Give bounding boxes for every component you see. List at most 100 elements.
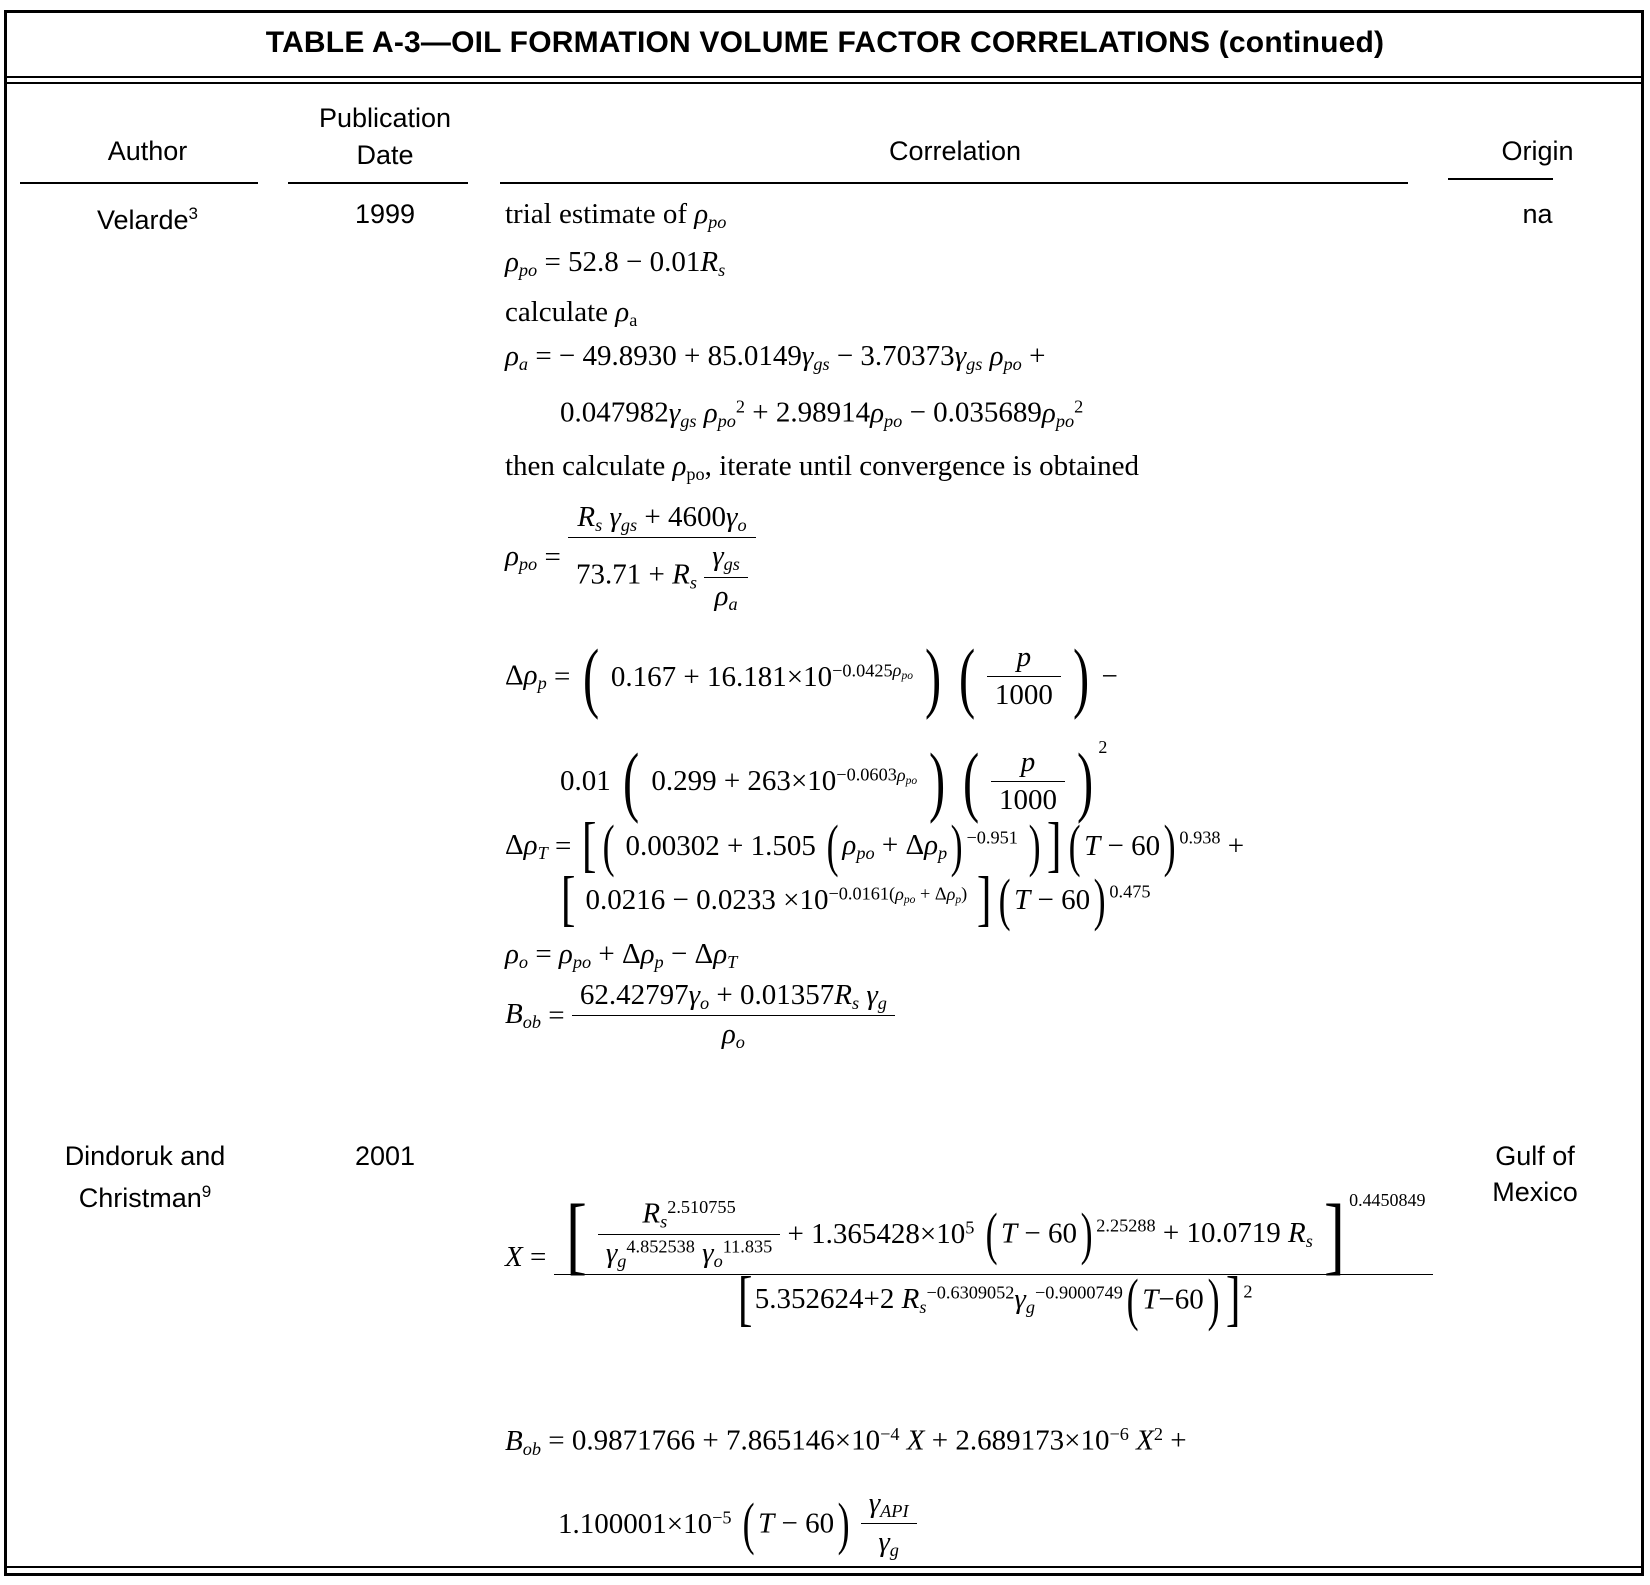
left-paren: (	[958, 632, 975, 720]
equation-rho-o: ρo = ρpo + Δρp − ΔρT	[505, 938, 737, 973]
column-header-correlation: Correlation	[888, 136, 1022, 166]
origin-line1: Gulf of	[1495, 1141, 1575, 1171]
rho-po-symbol: ρpo	[505, 246, 538, 281]
equation-X-dindoruk: X = [ Rs2.510755 γg4.852538 γo11.835 + 1…	[505, 1185, 1434, 1333]
header-rule-publication-date	[288, 182, 468, 184]
p-over-1000: p 1000	[991, 745, 1066, 819]
Rs-symbol: R	[700, 246, 719, 278]
author-name: Velarde	[96, 205, 189, 235]
equals-sign: =	[535, 938, 552, 970]
equation-rho-po-iterated: ρpo = Rs γgs + 4600γo 73.71 + Rs γgs ρa	[505, 500, 756, 615]
header-rule-correlation	[500, 182, 1408, 184]
left-paren: (	[998, 867, 1011, 933]
equation-bob-dindoruk-line1: Bob = 0.9871766 + 7.865146×10−4 X + 2.68…	[505, 1424, 1187, 1459]
Rs-symbol: R	[672, 558, 690, 591]
left-bracket: [	[581, 812, 597, 879]
author-footnote-marker: 9	[201, 1182, 212, 1201]
delta-rho-p-line2-term: 0.299 + 263×10−0.0603ρpo	[651, 764, 918, 798]
rho-po-squared: ρpo2	[1041, 396, 1084, 431]
equation-rho-po-initial: ρpo = 52.8 − 0.01Rs	[505, 246, 725, 281]
rho-a-plus: +	[1029, 340, 1046, 372]
left-bracket: [	[565, 1185, 587, 1283]
author-footnote-marker: 3	[188, 204, 199, 223]
rho-o-symbol: ρo	[505, 938, 529, 973]
bob-denominator: ρo	[571, 1015, 895, 1053]
author-name-line2: Christman9	[78, 1182, 212, 1213]
Rs-symbol: R	[901, 1283, 920, 1316]
exponent-0475: 0.475	[1109, 881, 1151, 902]
squared-exponent: 2	[1098, 737, 1108, 757]
rho-po-symbol: ρpo	[989, 340, 1022, 375]
gamma-o-symbol: γo	[726, 501, 747, 536]
equals-sign: =	[555, 829, 572, 862]
table-row-dindoruk-author: Dindoruk and Christman9	[10, 1138, 280, 1216]
rho-po-numerator: Rs γgs + 4600γo	[577, 501, 747, 536]
rho-a-term2: − 3.70373	[836, 340, 955, 372]
right-bracket: ]	[1324, 1185, 1346, 1283]
left-bracket: [	[737, 1265, 752, 1333]
equation-rho-a-line2: 0.047982γgs ρpo2 + 2.98914ρpo − 0.035689…	[560, 396, 1083, 432]
rho-a-rhs-1: = − 49.8930 + 85.0149	[535, 340, 802, 372]
right-paren: )	[837, 1490, 850, 1556]
right-bracket: ]	[1047, 812, 1062, 879]
equation-trial-estimate: trial estimate of ρpo	[505, 198, 726, 233]
right-paren: )	[925, 632, 942, 720]
table-frame	[4, 10, 1644, 1575]
left-paren: (	[826, 813, 839, 879]
gamma-gs-symbol: γgs	[801, 340, 830, 375]
header-rule-origin	[1448, 178, 1553, 180]
left-paren: (	[742, 1490, 755, 1556]
right-paren: )	[950, 813, 963, 879]
title-bottom-rule-1	[4, 76, 1644, 78]
Rs-symbol: R	[642, 1197, 661, 1230]
equation-iterate-note: then calculate ρpo, iterate until conver…	[505, 450, 1139, 485]
minus-sign: −	[670, 938, 688, 970]
left-paren: (	[622, 737, 640, 825]
bob-fraction: 62.42797γo + 0.01357Rs γg ρo	[571, 978, 895, 1054]
header-rule-author	[20, 182, 258, 184]
rho-po-symbol: ρpo	[694, 198, 727, 233]
equation-rho-a-line1: ρa = − 49.8930 + 85.0149γgs − 3.70373γgs…	[505, 340, 1045, 375]
X-fraction: [ Rs2.510755 γg4.852538 γo11.835 + 1.365…	[553, 1185, 1434, 1333]
rho-a-line2-term3: − 0.035689	[909, 396, 1042, 429]
left-bracket: [	[560, 866, 576, 933]
column-header-publication-date-line2: Date	[356, 140, 414, 170]
Bob-symbol: Bob	[505, 998, 541, 1033]
X-symbol: X	[505, 1240, 523, 1273]
equals-sign: =	[548, 999, 565, 1032]
left-paren: (	[985, 1201, 998, 1267]
delta-rho-T-symbol: ΔρT	[505, 828, 548, 863]
rho-po-squared: ρpo2	[703, 396, 746, 431]
right-paren: )	[1077, 737, 1094, 825]
rho-po-rhs: = 52.8 − 0.01	[544, 246, 701, 278]
right-bracket: ]	[977, 866, 992, 933]
delta-rho-p-symbol: Δρp	[621, 938, 664, 973]
column-header-publication-date-line1: Publication	[318, 103, 452, 133]
rho-a-line2-term2: + 2.98914	[752, 396, 871, 429]
right-paren: )	[1093, 867, 1106, 933]
rho-po-fraction: Rs γgs + 4600γo 73.71 + Rs γgs ρa	[568, 500, 756, 615]
equation-delta-rho-T-line1: ΔρT = [( 0.00302 + 1.505 (ρpo + Δρp)−0.9…	[505, 812, 1245, 879]
rho-po-symbol: ρpo	[842, 828, 875, 863]
left-paren: (	[962, 737, 979, 825]
trial-estimate-text: trial estimate of	[505, 198, 687, 230]
equals-sign: =	[544, 541, 561, 574]
gamma-gs-symbol: γgs	[712, 540, 740, 575]
Bob-symbol: Bob	[505, 1424, 541, 1459]
delta-rho-p-term1: 0.167 + 16.181×10−0.0425ρpo	[610, 660, 913, 693]
right-paren: )	[1080, 1201, 1093, 1267]
Rs-over-gammas: Rs2.510755 γg4.852538 γo11.835	[597, 1196, 781, 1273]
bob-term2: + 2.689173	[931, 1424, 1065, 1457]
exponent-04450849: 0.4450849	[1349, 1190, 1426, 1210]
delta-rho-p-symbol: Δρp	[505, 659, 547, 694]
plus-sign: +	[1170, 1424, 1187, 1457]
X-denominator: [5.352624+2 Rs−0.6309052γg−0.9000749(T−6…	[553, 1265, 1434, 1333]
exponent-neg5: −5	[712, 1507, 732, 1528]
p-over-1000: p 1000	[986, 640, 1061, 714]
equation-delta-rho-p-line2: 0.01 ( 0.299 + 263×10−0.0603ρpo ) ( p 10…	[560, 737, 1108, 825]
exponent-2: 2	[1243, 1281, 1253, 1302]
right-paren: )	[929, 737, 946, 825]
exponent-neg6: −6	[1109, 1424, 1129, 1444]
delta-rho-p-line2-coef: 0.01	[560, 764, 611, 797]
Rs-subscript: s	[718, 260, 726, 281]
